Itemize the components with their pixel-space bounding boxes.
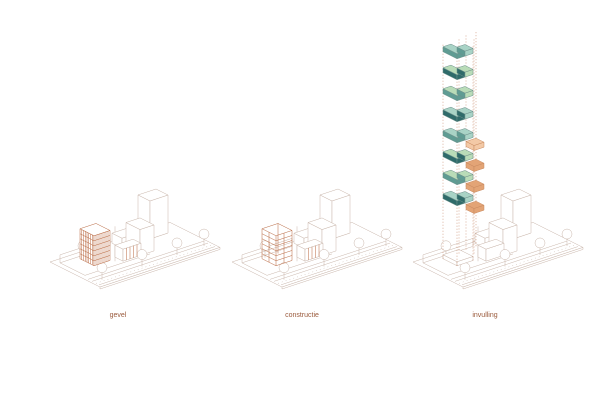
mid-block-top — [125, 217, 155, 230]
infill-module-0-top — [465, 200, 485, 209]
beam — [261, 228, 277, 236]
beam — [261, 223, 279, 229]
panel-facade — [49, 188, 221, 290]
facade-floor — [93, 235, 111, 241]
tree-icon — [136, 249, 148, 260]
facade-floor — [79, 243, 95, 251]
infill-module-3-top — [465, 137, 485, 146]
tree-icon — [380, 228, 392, 240]
street-line — [98, 246, 216, 286]
mid-block-top — [307, 217, 337, 230]
tree-icon — [534, 237, 546, 249]
street-block-top — [296, 238, 324, 250]
tree-icon — [318, 249, 330, 260]
street-block-top — [477, 238, 505, 250]
infill-module-2-top — [465, 158, 485, 167]
floor-unit-b-0-top — [456, 191, 474, 199]
floor-unit-b-3-top — [456, 128, 474, 136]
tree-icon — [259, 240, 271, 251]
beam — [275, 260, 293, 266]
beam — [261, 248, 277, 256]
facade-floor — [93, 250, 111, 256]
street-line — [91, 242, 209, 282]
floor-unit-b-5-top — [456, 86, 474, 94]
beam — [261, 243, 277, 251]
street-line — [269, 240, 387, 280]
plot-line — [422, 262, 449, 276]
site-edge — [99, 247, 221, 290]
facade-floor — [93, 245, 111, 251]
beam — [275, 245, 293, 251]
tall-block-top — [137, 188, 169, 202]
street-line — [454, 242, 572, 282]
street-line — [461, 246, 579, 286]
plot-line — [59, 262, 86, 276]
plot-line — [241, 262, 268, 276]
street-line — [87, 240, 205, 280]
tree-icon — [198, 228, 210, 240]
panel-structure — [231, 188, 403, 290]
panel-label-invulling: invulling — [472, 312, 498, 319]
street-line — [273, 242, 391, 282]
facade-floor — [93, 255, 111, 261]
beam — [261, 253, 277, 261]
facade-floor — [93, 240, 111, 246]
site-edge — [281, 247, 403, 290]
mid-block-top — [488, 217, 518, 230]
facade-floor — [79, 248, 95, 256]
tree-icon — [353, 237, 365, 249]
street-line — [95, 244, 213, 284]
street-line — [277, 244, 395, 284]
street-line — [458, 244, 576, 284]
tall-block-top — [319, 188, 351, 202]
street-line — [450, 240, 568, 280]
panel-infill — [412, 31, 584, 290]
site-edge — [462, 247, 584, 290]
tree-icon — [561, 228, 573, 240]
floor-unit-b-7-top — [456, 44, 474, 52]
floor-unit-b-6-top — [456, 65, 474, 73]
tall-block-top — [500, 188, 532, 202]
beam — [275, 230, 293, 236]
street-block-top — [114, 238, 142, 250]
beam — [261, 238, 277, 246]
facade-volume-top — [79, 223, 111, 237]
panel-label-constructie: constructie — [285, 312, 319, 319]
tree-icon — [440, 240, 452, 251]
beam — [261, 258, 277, 266]
tree-icon — [171, 237, 183, 249]
floor-unit-b-1-top — [456, 170, 474, 178]
street-line — [280, 246, 398, 286]
tree-icon — [499, 249, 511, 260]
facade-floor — [79, 253, 95, 261]
beam — [275, 250, 293, 256]
beam — [275, 255, 293, 261]
floor-unit-b-4-top — [456, 107, 474, 115]
beam — [261, 233, 277, 241]
beam — [275, 240, 293, 246]
panel-label-gevel: gevel — [109, 312, 127, 319]
facade-floor — [79, 233, 95, 241]
infill-module-1-top — [465, 179, 485, 188]
floor-unit-b-2-top — [456, 149, 474, 157]
beam — [277, 223, 293, 231]
beam — [275, 235, 293, 241]
facade-floor — [79, 238, 95, 246]
